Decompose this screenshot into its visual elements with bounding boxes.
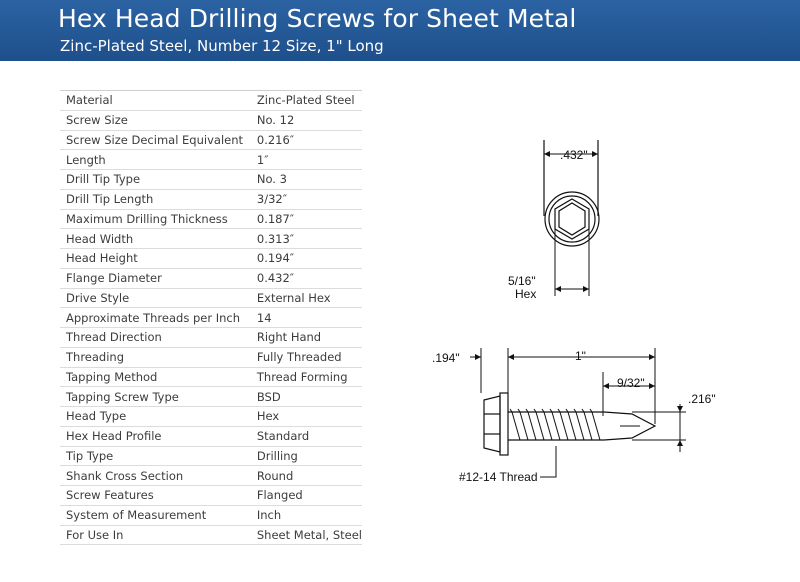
spec-label: Tapping Screw Type	[60, 386, 251, 407]
spec-value: BSD	[250, 386, 362, 407]
spec-label: For Use In	[60, 524, 251, 546]
page-title: Hex Head Drilling Screws for Sheet Metal	[58, 4, 577, 33]
spec-label: Tapping Method	[60, 366, 251, 387]
dimension-arrows	[475, 151, 683, 446]
spec-label: Screw Features	[60, 485, 251, 506]
spec-label: Approximate Threads per Inch	[60, 307, 251, 328]
spec-value: Flanged	[250, 485, 362, 506]
spec-label: Hex Head Profile	[60, 425, 251, 446]
spec-label: Head Height	[60, 248, 251, 269]
spec-label: Drill Tip Type	[60, 169, 251, 190]
head-height-dimension-label: .194"	[432, 351, 460, 365]
tip-dimension-label: 9/32"	[617, 376, 645, 390]
screw-dimension-drawing: .432" 5/16" Hex	[432, 140, 716, 484]
spec-value: 3/32″	[250, 188, 362, 209]
spec-value: 0.187″	[250, 208, 362, 229]
spec-label: Material	[60, 90, 251, 111]
spec-value: Thread Forming	[250, 366, 362, 387]
spec-value: 0.216″	[250, 129, 362, 150]
spec-value: Inch	[250, 504, 362, 525]
spec-value: Drilling	[250, 445, 362, 466]
screw-side-view	[470, 348, 686, 478]
spec-value: Right Hand	[250, 327, 362, 348]
spec-value: No. 3	[250, 169, 362, 190]
hex-dimension-label: 5/16"	[508, 274, 536, 288]
spec-label: Threading	[60, 346, 251, 367]
page-subtitle: Zinc-Plated Steel, Number 12 Size, 1" Lo…	[60, 37, 384, 55]
spec-label: Shank Cross Section	[60, 465, 251, 486]
spec-label: Head Width	[60, 228, 251, 249]
spec-label: Thread Direction	[60, 327, 251, 348]
hex-dimension-label-2: Hex	[515, 287, 536, 301]
thread-label: #12-14 Thread	[459, 470, 538, 484]
spec-value: External Hex	[250, 287, 362, 308]
spec-label: Drive Style	[60, 287, 251, 308]
spec-value: Zinc-Plated Steel	[250, 90, 362, 111]
screw-top-view	[543, 140, 600, 296]
spec-value: 0.194″	[250, 248, 362, 269]
spec-value: Sheet Metal, Steel	[250, 524, 362, 546]
spec-value: No. 12	[250, 109, 362, 130]
spec-value: 0.313″	[250, 228, 362, 249]
spec-label: Screw Size Decimal Equivalent	[60, 129, 251, 150]
spec-label: Head Type	[60, 406, 251, 427]
spec-value: 14	[250, 307, 362, 328]
spec-value: Standard	[250, 425, 362, 446]
length-dimension-label: 1"	[575, 349, 586, 363]
spec-label: Drill Tip Length	[60, 188, 251, 209]
spec-label: Length	[60, 149, 251, 170]
spec-value: 1″	[250, 149, 362, 170]
title-banner: Hex Head Drilling Screws for Sheet Metal…	[0, 0, 800, 61]
spec-label: Screw Size	[60, 109, 251, 130]
spec-label: Flange Diameter	[60, 267, 251, 288]
spec-label: Tip Type	[60, 445, 251, 466]
spec-label: System of Measurement	[60, 504, 251, 525]
spec-label: Maximum Drilling Thickness	[60, 208, 251, 229]
spec-value: 0.432″	[250, 267, 362, 288]
spec-value: Fully Threaded	[250, 346, 362, 367]
diameter-dimension-label: .216"	[688, 392, 716, 406]
flange-dimension-label: .432"	[560, 148, 588, 162]
spec-value: Round	[250, 465, 362, 486]
spec-value: Hex	[250, 406, 362, 427]
